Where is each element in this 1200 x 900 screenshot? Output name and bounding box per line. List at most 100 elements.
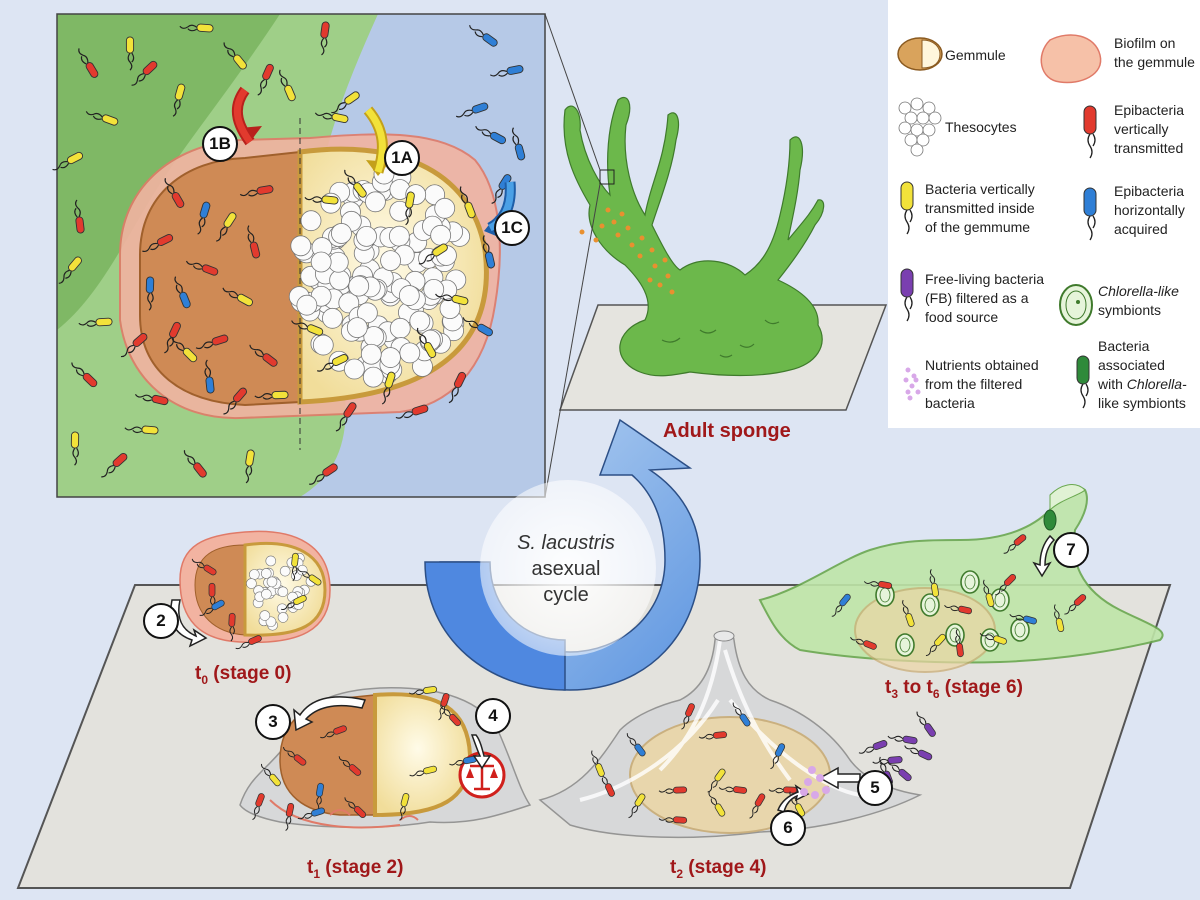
bacterium-icon [235,635,262,650]
bacterium-icon [280,594,307,611]
bacterium-icon [681,703,695,730]
marker-1c: 1C [494,210,530,246]
bacterium-icon [320,725,347,739]
legend-bacterium-icon [900,268,914,322]
bacterium-icon [171,337,198,363]
marker-4: 4 [475,698,511,734]
bacterium-icon [381,371,396,405]
bacterium-icon [291,552,299,582]
bacterium-icon [125,36,135,71]
legend-gemmule-icon [897,37,943,71]
marker-2: 2 [143,603,179,639]
bacterium-icon [435,293,469,306]
bacterium-icon [331,91,360,114]
bacterium-icon [749,793,766,819]
legend-thesocytes-label: Thesocytes [945,119,1017,135]
bacterium-icon [707,768,726,793]
marker-5: 5 [857,770,893,806]
bacterium-icon [249,344,278,367]
bacterium-icon [698,731,728,740]
bacterium-icon [475,125,507,145]
bacterium-icon [489,65,524,77]
bacterium-icon [511,127,526,161]
bacterium-icon [591,750,605,777]
bacterium-icon [78,48,99,78]
bacterium-icon [223,42,247,70]
marker-1a: 1A [384,140,420,176]
bacterium-icon [282,746,307,766]
bacterium-icon [600,770,615,797]
cycle-center-disc [480,480,656,656]
zoom-bacteria [52,21,526,485]
bacterium-icon [482,235,496,269]
bacterium-icon [223,387,248,415]
bacterium-icon [1053,604,1065,633]
adult-sponge [563,96,825,377]
bacterium-icon [344,169,367,198]
cycle-label: S. lacustris asexual cycle [496,530,636,608]
bacterium-icon [1009,613,1037,625]
bacterium-icon [995,573,1017,596]
zoom-marker-box [599,169,615,185]
cycle-line3: cycle [543,584,589,606]
legend-bacterium-icon [900,181,914,235]
bacterium-icon [74,199,85,234]
bacterium-icon [316,354,349,372]
bacterium-icon [925,633,946,657]
cycle-arrow [424,418,701,691]
stage-label-t3-t6: t3 to t6 (stage 6) [885,677,1023,701]
bacterium-icon [297,567,322,586]
adult-sponge-gemmules [579,207,675,295]
adult-sponge-label: Adult sponge [663,420,791,442]
bacterium-icon [831,593,851,617]
bacterium-icon [142,233,174,253]
stage-label-t1: t1 (stage 2) [307,857,404,881]
bacterium-icon [279,69,296,102]
bacterium-icon [185,260,219,276]
bacterium-icon [164,178,185,208]
stage-label-t2: t2 (stage 4) [670,857,767,881]
legend-bacterium-icon [1083,105,1097,159]
bacterium-icon [131,60,158,86]
arrow-1a [363,106,390,176]
stage-label-t0: t0 (stage 0) [195,663,292,687]
bacterium-icon [955,628,964,658]
bacterium-icon [462,317,493,337]
bacterium-icon [308,463,338,485]
bacterium-icon [469,25,498,47]
bacterium-icon [1003,534,1027,554]
legend-biofilm-icon [1040,34,1102,84]
bacterium-icon [418,243,448,265]
bacterium-icon [1064,594,1087,615]
bacterium-icon [929,569,940,598]
bacterium-icon [628,793,646,819]
bacterium-icon [459,186,476,219]
bacterium-icon [850,636,877,650]
bacterium-icon [395,404,429,419]
stage-bacteria [191,534,1087,831]
white-arrows [170,534,1056,813]
bacterium-icon [183,450,207,478]
legend-nutrients-icon [903,367,921,401]
legend-bacterium-icon [1083,187,1097,241]
bacterium-icon [216,212,237,242]
bacterium-icon [344,797,367,818]
marker-3: 3 [255,704,291,740]
bacterium-icon [291,320,324,336]
bacterium-icon [101,452,128,478]
bacterium-icon [944,604,973,615]
bacterium-icon [409,765,438,777]
bacterium-icon [658,816,688,824]
bacterium-icon [239,185,274,197]
marker-7: 7 [1053,532,1089,568]
bacterium-icon [338,756,362,776]
bacterium-icon [145,276,155,311]
bacterium-icon [448,371,467,404]
bacterium-icon [708,791,726,817]
